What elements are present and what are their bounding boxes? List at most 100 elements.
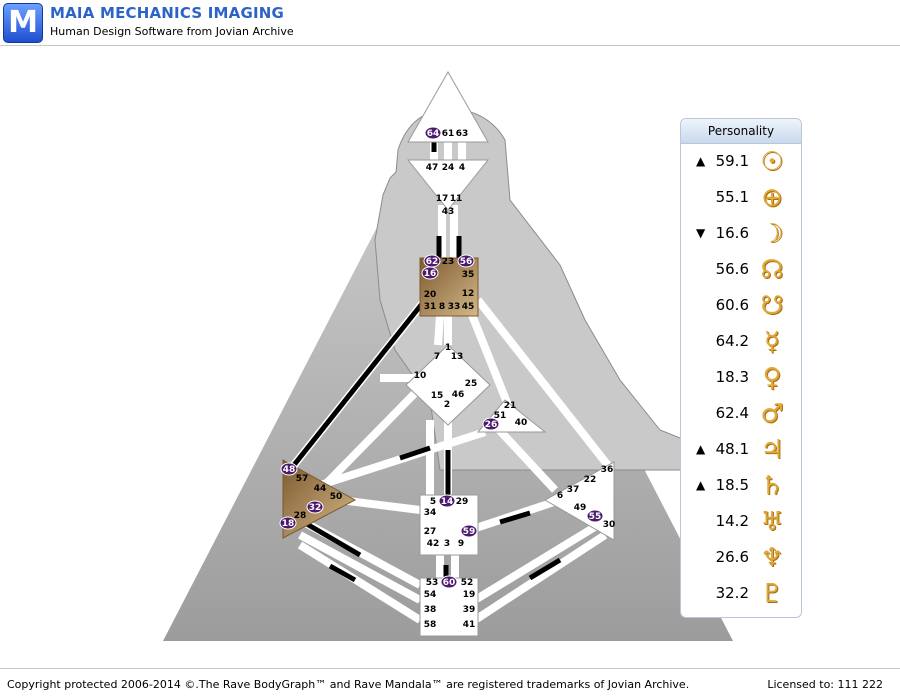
gate-59-label[interactable]: 59 — [463, 527, 476, 537]
active-gate-marker — [586, 509, 604, 523]
personality-row[interactable]: 14.2 ♅ — [681, 505, 801, 541]
activation-value: 60.6 — [715, 296, 749, 314]
gate-49-label[interactable]: 49 — [574, 503, 587, 513]
gate-10-label[interactable]: 10 — [414, 371, 427, 381]
gate-31-label[interactable]: 31 — [424, 302, 437, 312]
gate-22-label[interactable]: 22 — [584, 475, 597, 485]
gate-64-label[interactable]: 64 — [427, 129, 440, 139]
gate-17-label[interactable]: 17 — [436, 194, 449, 204]
gate-33-label[interactable]: 33 — [448, 302, 461, 312]
gate-3-label[interactable]: 3 — [444, 539, 450, 549]
personality-title: Personality — [681, 119, 801, 144]
gate-54-label[interactable]: 54 — [424, 590, 437, 600]
gate-35-label[interactable]: 35 — [462, 270, 475, 280]
activation-value: 64.2 — [715, 332, 749, 350]
activation-value: 32.2 — [715, 584, 749, 602]
gate-40-label[interactable]: 40 — [515, 418, 528, 428]
neptune-icon: ♆ — [760, 543, 784, 573]
gate-1-label[interactable]: 1 — [445, 343, 451, 353]
personality-panel: Personality ▲59.1☉55.1⊕▼16.6☽56.6☊60.6☋6… — [680, 118, 802, 618]
personality-row[interactable]: 32.2♇ — [681, 577, 801, 613]
spleen-center[interactable] — [282, 459, 357, 539]
gate-6-label[interactable]: 6 — [557, 491, 563, 501]
gate-47-label[interactable]: 47 — [426, 163, 439, 173]
gate-56-label[interactable]: 56 — [460, 257, 473, 267]
gate-14-label[interactable]: 14 — [441, 497, 454, 507]
personality-row[interactable]: 60.6☋ — [681, 289, 801, 325]
gate-30-label[interactable]: 30 — [603, 520, 616, 530]
gate-62-label[interactable]: 62 — [426, 257, 439, 267]
personality-row[interactable]: 26.6♆ — [681, 541, 801, 577]
moon-icon: ☽ — [760, 219, 784, 249]
head-center[interactable] — [407, 70, 489, 143]
gate-2-label[interactable]: 2 — [444, 400, 450, 410]
gate-46-label[interactable]: 46 — [452, 390, 465, 400]
gate-8-label[interactable]: 8 — [439, 302, 445, 312]
activation-value: 56.6 — [715, 260, 749, 278]
gate-50-label[interactable]: 50 — [330, 492, 343, 502]
personality-row[interactable]: 56.6☊ — [681, 253, 801, 289]
personality-row[interactable]: ▼16.6☽ — [681, 217, 801, 253]
gate-48-label[interactable]: 48 — [283, 465, 296, 475]
gate-21-label[interactable]: 21 — [504, 401, 517, 411]
personality-row[interactable]: 55.1⊕ — [681, 181, 801, 217]
ajna-center[interactable] — [406, 159, 490, 211]
activation-value: 14.2 — [715, 512, 749, 530]
gate-55-label[interactable]: 55 — [589, 512, 602, 522]
gate-11-label[interactable]: 11 — [450, 194, 463, 204]
gate-18-label[interactable]: 18 — [282, 519, 295, 529]
gate-5-label[interactable]: 5 — [430, 497, 436, 507]
gate-57-label[interactable]: 57 — [296, 474, 309, 484]
gate-45-label[interactable]: 45 — [462, 302, 475, 312]
uranus-icon: ♅ — [760, 507, 784, 537]
gate-24-label[interactable]: 24 — [442, 163, 455, 173]
gate-26-label[interactable]: 26 — [485, 420, 498, 430]
app-subtitle: Human Design Software from Jovian Archiv… — [50, 25, 294, 38]
gate-25-label[interactable]: 25 — [465, 379, 478, 389]
gate-51-label[interactable]: 51 — [494, 411, 507, 421]
gate-4-label[interactable]: 4 — [459, 163, 465, 173]
gate-28-label[interactable]: 28 — [294, 511, 307, 521]
gate-20-label[interactable]: 20 — [424, 290, 437, 300]
gate-12-label[interactable]: 12 — [462, 289, 475, 299]
gate-32-label[interactable]: 32 — [309, 503, 322, 513]
personality-row[interactable]: ▲18.5♄ — [681, 469, 801, 505]
gate-63-label[interactable]: 63 — [456, 129, 469, 139]
gate-60-label[interactable]: 60 — [443, 578, 456, 588]
gate-36-label[interactable]: 36 — [601, 465, 614, 475]
gate-44-label[interactable]: 44 — [314, 484, 327, 494]
gate-37-label[interactable]: 37 — [567, 485, 580, 495]
gate-7-label[interactable]: 7 — [434, 352, 440, 362]
gate-39-label[interactable]: 39 — [463, 605, 476, 615]
gate-16-label[interactable]: 16 — [424, 269, 437, 279]
active-gate-marker — [279, 516, 297, 530]
gate-42-label[interactable]: 42 — [427, 539, 440, 549]
activation-value: 55.1 — [715, 188, 749, 206]
gate-29-label[interactable]: 29 — [456, 497, 469, 507]
gate-9-label[interactable]: 9 — [458, 539, 464, 549]
gate-27-label[interactable]: 27 — [424, 527, 437, 537]
gate-58-label[interactable]: 58 — [424, 620, 437, 630]
gate-43-label[interactable]: 43 — [442, 207, 455, 217]
personality-row[interactable]: 18.3♀ — [681, 361, 801, 397]
personality-row[interactable]: ▲48.1♃ — [681, 433, 801, 469]
personality-row[interactable]: 62.4♂ — [681, 397, 801, 433]
activation-value: 18.5 — [715, 476, 749, 494]
license-text: Licensed to: 111 222 — [767, 678, 883, 691]
g-center[interactable] — [405, 344, 491, 426]
gate-13-label[interactable]: 13 — [451, 352, 464, 362]
personality-row[interactable]: ▲59.1☉ — [681, 145, 801, 181]
active-gate-marker — [424, 126, 442, 140]
gate-53-label[interactable]: 53 — [426, 578, 439, 588]
gate-61-label[interactable]: 61 — [442, 129, 455, 139]
personality-row[interactable]: 64.2☿ — [681, 325, 801, 361]
gate-52-label[interactable]: 52 — [461, 578, 474, 588]
gate-38-label[interactable]: 38 — [424, 605, 437, 615]
gate-23-label[interactable]: 23 — [442, 257, 455, 267]
gate-15-label[interactable]: 15 — [431, 391, 444, 401]
gate-19-label[interactable]: 19 — [463, 590, 476, 600]
gate-41-label[interactable]: 41 — [463, 620, 476, 630]
detriment-arrow-icon: ▼ — [696, 226, 706, 240]
gate-34-label[interactable]: 34 — [424, 508, 437, 518]
